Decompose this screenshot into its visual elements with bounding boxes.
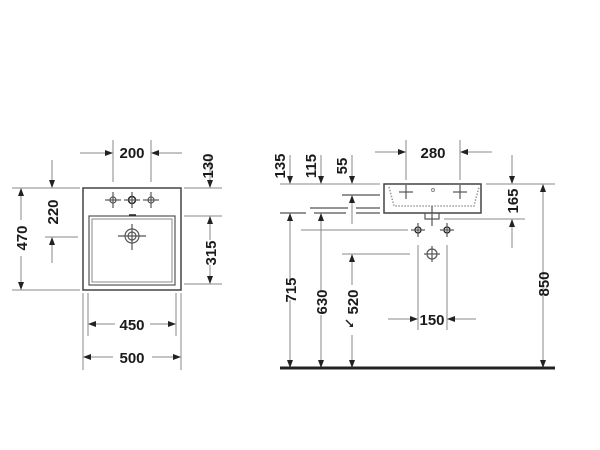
dim-supply-spacing: 150 <box>419 312 444 329</box>
dim-waste-height: 520 <box>345 289 362 314</box>
dim-back-to-drain: 220 <box>45 199 62 224</box>
supply-valves <box>411 223 454 237</box>
dim-outer-width: 500 <box>119 350 144 367</box>
dim-supply-height: 630 <box>314 289 331 314</box>
bowl-inner <box>91 218 173 283</box>
dim-55: 55 <box>334 158 351 175</box>
tap-holes <box>105 192 159 208</box>
dim-back-to-taphole: 130 <box>200 153 217 178</box>
dim-basin-depth: 315 <box>203 240 220 265</box>
dim-rim-height: 850 <box>536 271 553 296</box>
approx-arrow-icon <box>349 323 353 327</box>
top-view: 200 130 315 470 220 450 500 <box>12 140 222 370</box>
bowl-outline <box>88 215 176 286</box>
dim-basin-profile-width: 280 <box>420 145 445 162</box>
basin-outline <box>82 187 182 291</box>
dim-basin-width: 450 <box>119 317 144 334</box>
drain-icon <box>118 224 146 250</box>
dim-115: 115 <box>303 154 320 178</box>
waste-outlet-icon <box>424 246 440 262</box>
dim-135: 135 <box>272 153 289 178</box>
dim-total-depth: 470 <box>14 225 31 250</box>
dim-taphole-spacing: 200 <box>119 145 144 162</box>
side-view: 280 135 115 55 165 850 715 <box>272 140 555 370</box>
dim-basin-height: 165 <box>505 188 522 213</box>
dim-drain-height: 715 <box>283 277 300 302</box>
